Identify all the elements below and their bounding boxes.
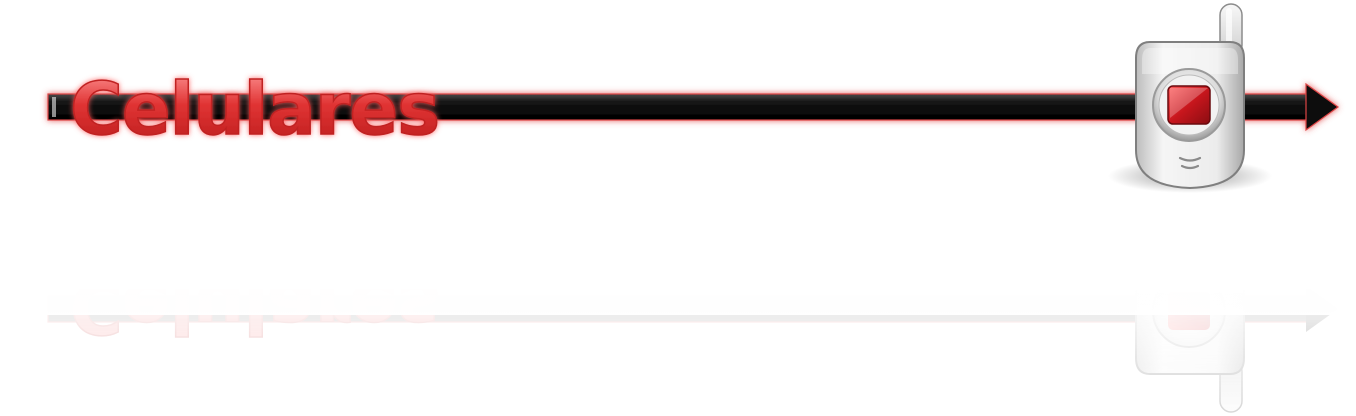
arrow-right-icon — [47, 82, 1340, 132]
mobile-phone-icon — [1108, 3, 1272, 193]
timeline-banner: Celulares — [47, 3, 1340, 193]
reflection-fade — [0, 215, 1356, 315]
page-title: Celulares — [70, 67, 439, 151]
banner-stage: Celulares Celulares — [0, 3, 1356, 413]
